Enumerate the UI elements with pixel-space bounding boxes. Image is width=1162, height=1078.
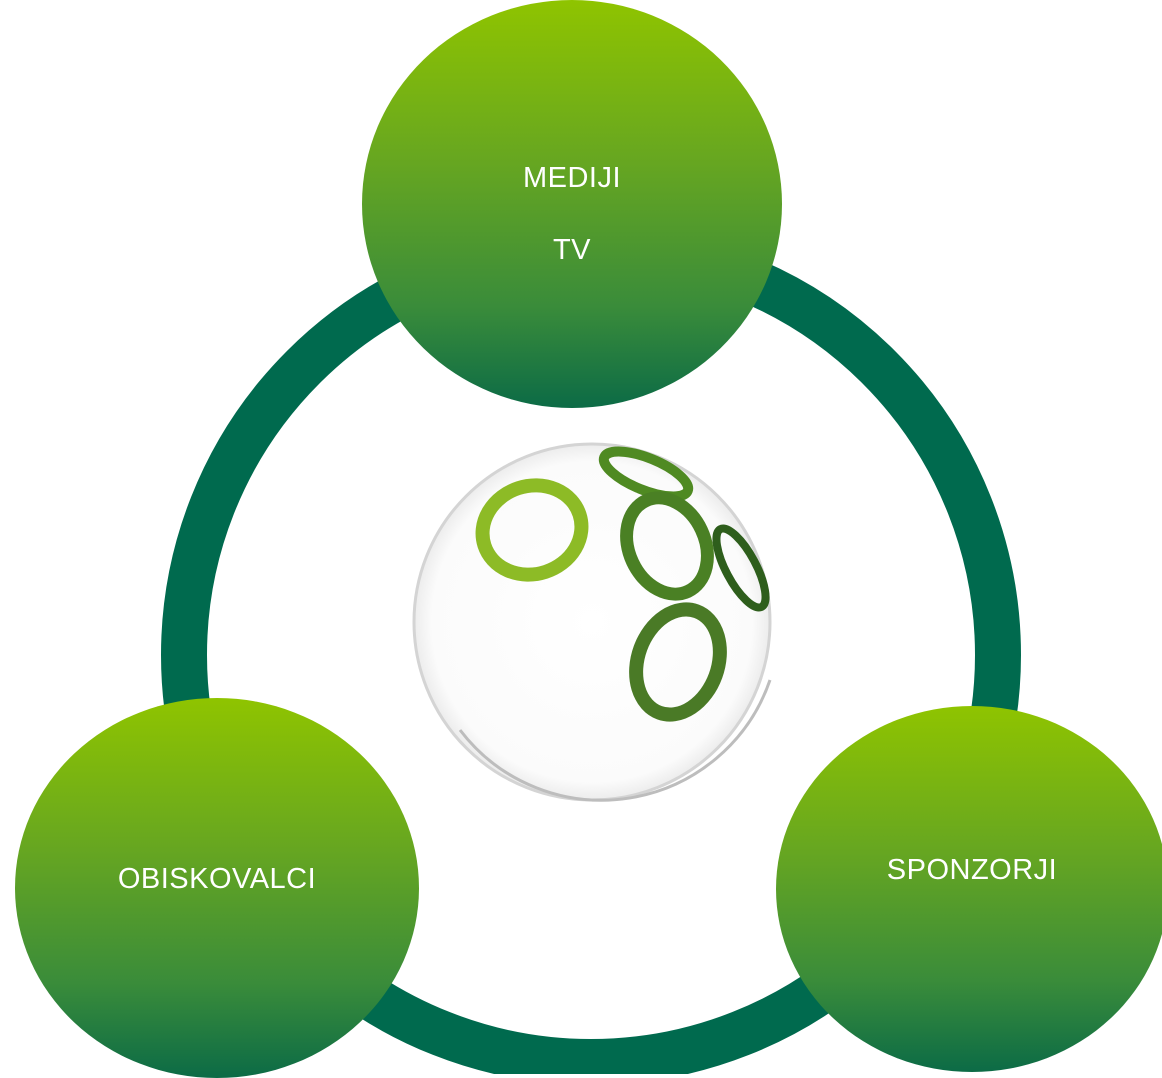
node-mediji-tv: MEDIJI TV	[362, 0, 782, 408]
node-sponzorji: SPONZORJI	[776, 706, 1162, 1072]
node-top-label-line2: TV	[552, 234, 592, 266]
node-right-label: SPONZORJI	[886, 853, 1058, 886]
node-obiskovalci: OBISKOVALCI	[15, 698, 419, 1078]
circles-logo-icon	[412, 442, 772, 802]
node-left-label: OBISKOVALCI	[117, 862, 317, 895]
node-top-label-line1: MEDIJI	[522, 162, 622, 194]
